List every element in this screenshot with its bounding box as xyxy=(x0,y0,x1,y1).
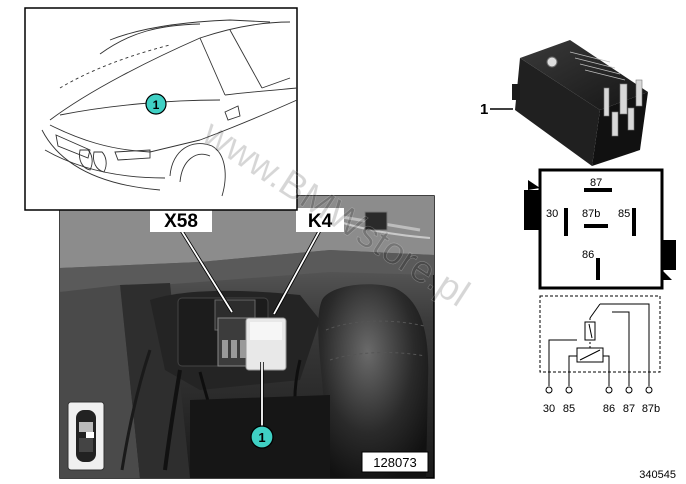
schematic-pin-86: 86 xyxy=(603,403,615,415)
schematic-pin-30: 30 xyxy=(543,403,555,415)
photo-callout: 1 xyxy=(250,425,274,449)
photo-callout-number: 1 xyxy=(258,430,265,445)
relay-pin-layout: 87 30 87b 85 86 xyxy=(524,168,676,290)
car-inset-callout-number: 1 xyxy=(153,98,160,112)
relay-item-callout: 1 xyxy=(480,101,513,118)
connector-x58-text: X58 xyxy=(164,211,198,232)
photo-image-number: 128073 xyxy=(361,451,429,473)
pin-label-85: 85 xyxy=(618,208,630,220)
connector-k4-label: K4 xyxy=(296,208,344,232)
schematic-pin-labels: 30 85 86 87 87b xyxy=(543,403,660,415)
car-inset: 1 xyxy=(24,7,298,211)
relay-item-number: 1 xyxy=(480,101,488,118)
schematic-pin-87: 87 xyxy=(623,403,635,415)
pin-label-86: 86 xyxy=(582,249,594,261)
pin-label-87b: 87b xyxy=(582,208,600,220)
relay-schematic xyxy=(539,295,661,394)
photo-image-number-text: 128073 xyxy=(373,455,416,470)
car-position-icon xyxy=(67,401,105,471)
schematic-pin-85: 85 xyxy=(563,403,575,415)
diagram-number: 340545 xyxy=(639,469,676,481)
pin-label-30: 30 xyxy=(546,208,558,220)
relay-part-image xyxy=(512,40,648,166)
pin-label-87: 87 xyxy=(590,177,602,189)
photo-leader-lines xyxy=(179,229,322,428)
connector-x58-label: X58 xyxy=(150,208,212,232)
schematic-pin-87b: 87b xyxy=(642,403,660,415)
connector-k4-text: K4 xyxy=(308,211,333,232)
